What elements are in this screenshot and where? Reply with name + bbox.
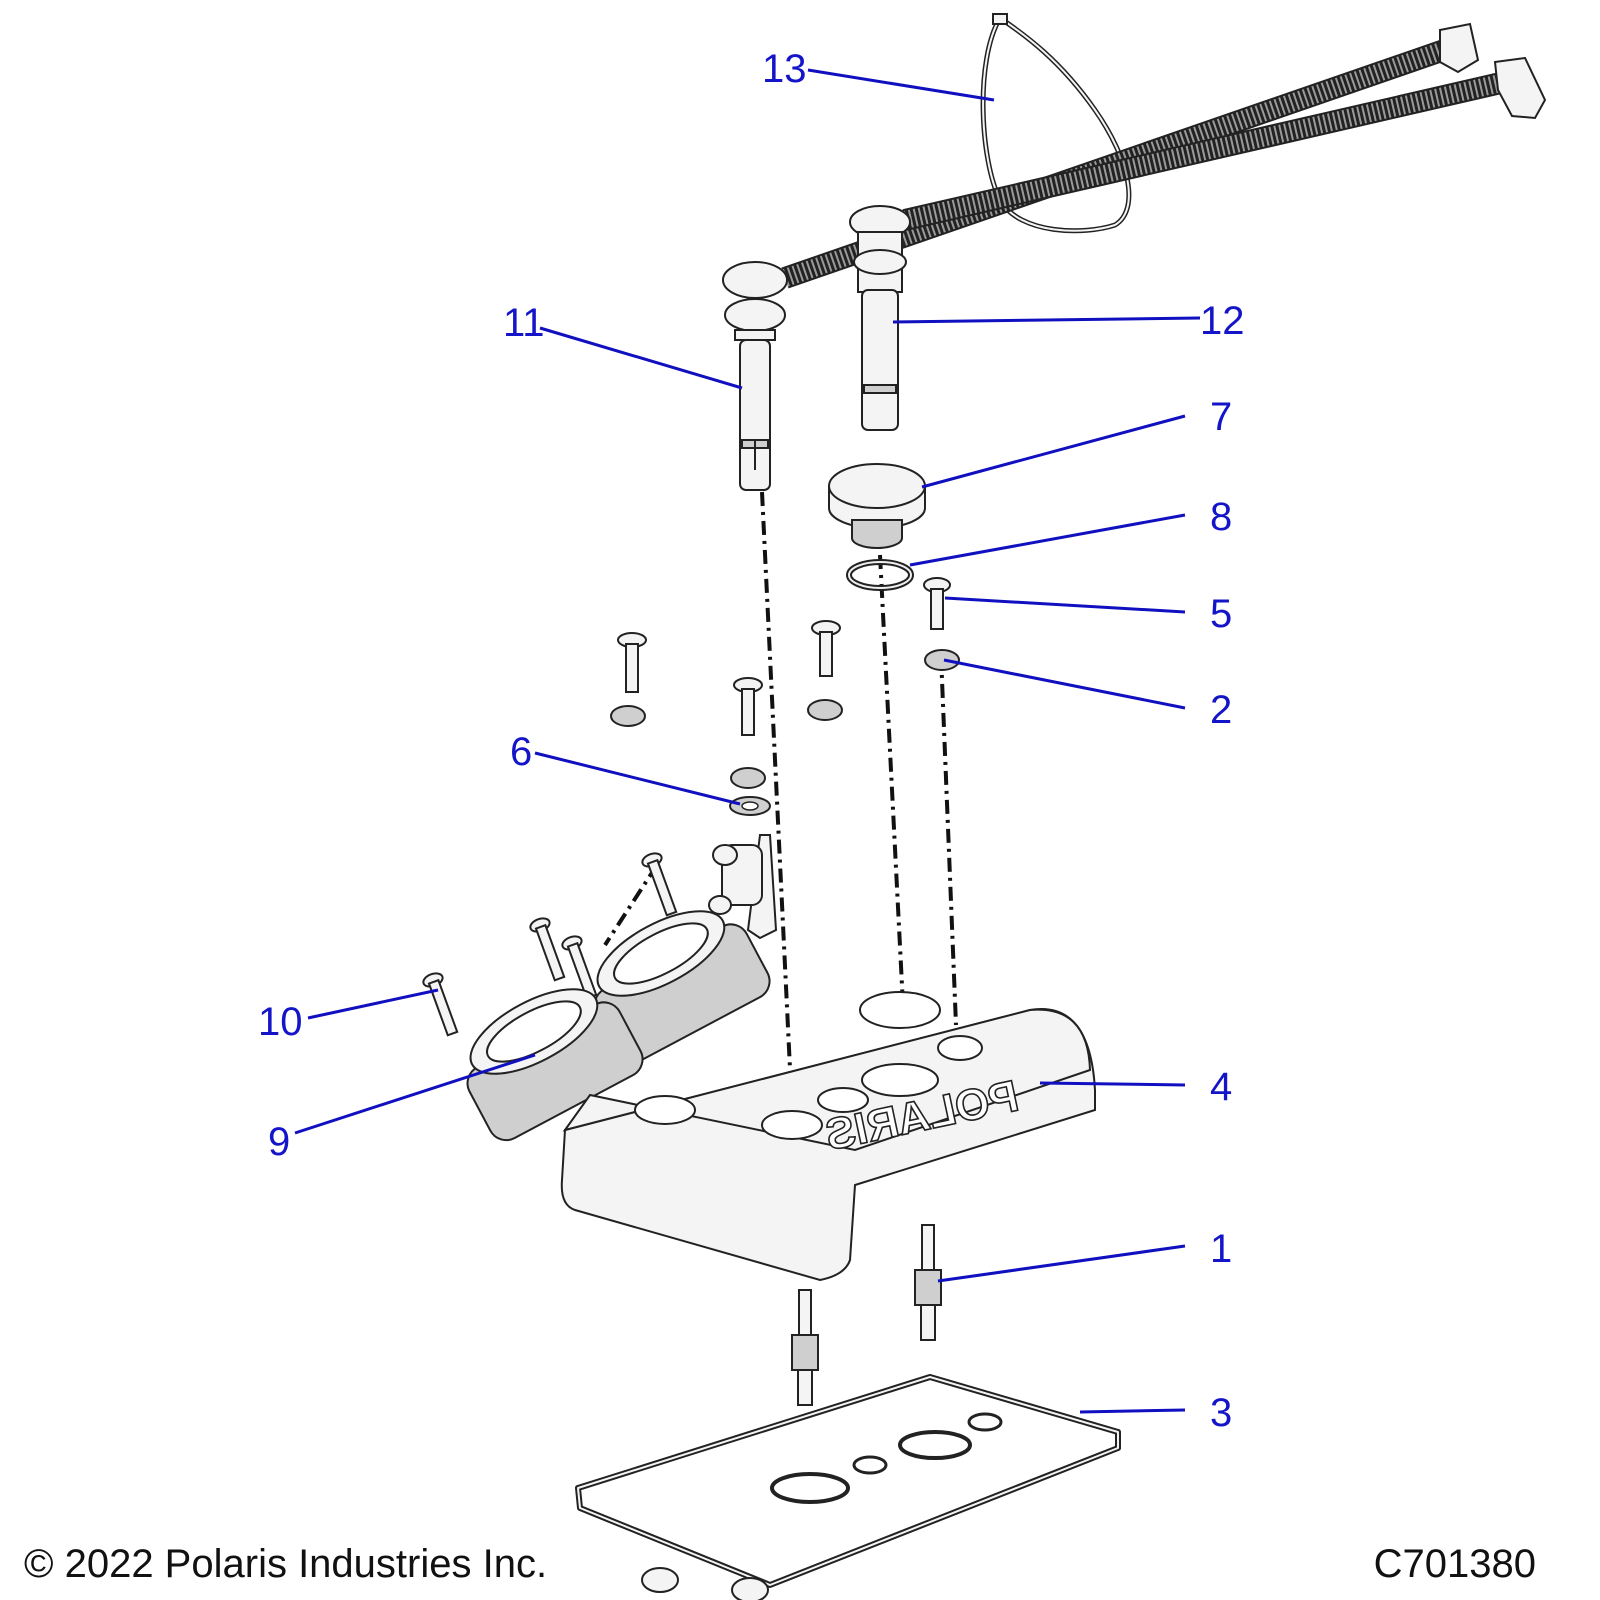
callout-3: 3 [1210, 1391, 1232, 1435]
intake-screws [422, 852, 678, 1037]
cover-grommets [610, 649, 960, 789]
drawing-code: C701380 [1373, 1542, 1536, 1586]
callout-10: 10 [258, 1000, 303, 1044]
spark-plugs [791, 1224, 942, 1406]
callout-6: 6 [510, 730, 532, 774]
callout-2: 2 [1210, 688, 1232, 732]
alignment-lines [603, 491, 958, 1111]
cable-tie [980, 13, 1132, 234]
cover-bolts [617, 577, 951, 736]
callout-5: 5 [1210, 592, 1232, 636]
intake-boots [466, 910, 771, 1142]
callout-9: 9 [268, 1120, 290, 1164]
leader-lines [294, 68, 1201, 1414]
callout-8: 8 [1210, 495, 1232, 539]
callout-4: 4 [1210, 1065, 1232, 1109]
callout-13: 13 [762, 47, 807, 91]
valve-cover: POLARIS [560, 991, 1096, 1282]
copyright-notice: © 2022 Polaris Industries Inc. [24, 1542, 548, 1586]
callout-12: 12 [1200, 299, 1245, 343]
callout-1: 1 [1210, 1227, 1232, 1271]
ignition-coil-right [849, 205, 911, 431]
callout-7: 7 [1210, 395, 1232, 439]
callout-numbers: 1 2 3 4 5 6 7 8 9 10 11 12 13 [258, 47, 1245, 1435]
breather-fitting [708, 834, 778, 940]
cover-gasket [575, 1374, 1121, 1600]
callout-11: 11 [503, 301, 545, 345]
oil-filler-cap [828, 463, 926, 549]
ignition-coil-left [722, 261, 788, 491]
